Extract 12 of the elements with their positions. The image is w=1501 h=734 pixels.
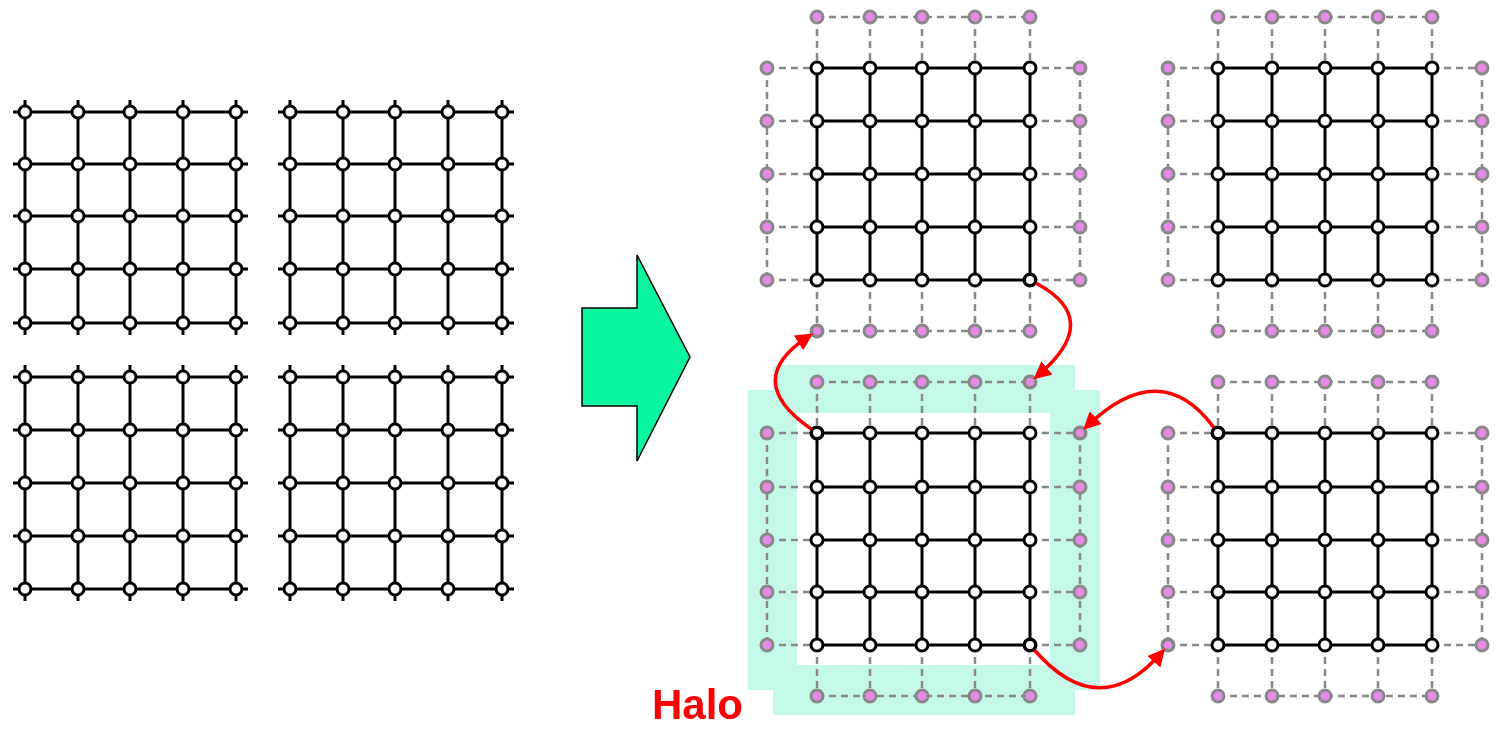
grid-point [1023,638,1037,652]
curved-arrow [1033,648,1166,690]
curved-arrow [1083,389,1216,430]
curved-arrow [773,333,814,431]
curved-arrow [1033,281,1073,380]
block-arrow [581,254,691,462]
grid-point [1023,273,1037,287]
grid-point [810,324,824,338]
grid-point [810,426,824,440]
grid-point [1211,426,1225,440]
halo-label: Halo [652,684,743,726]
grid-point [1161,638,1175,652]
